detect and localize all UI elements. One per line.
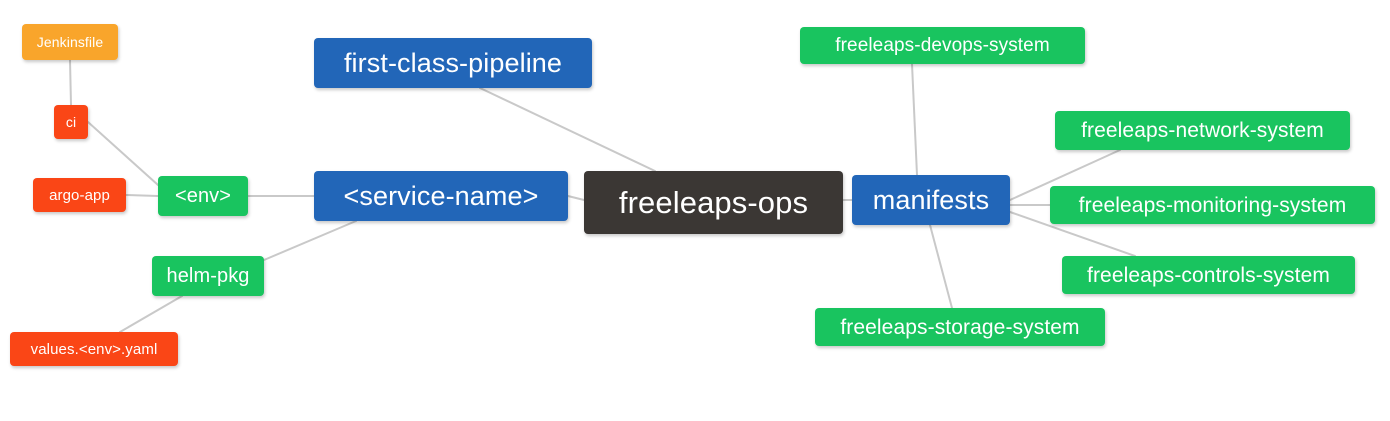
node-freeleaps-devops-system[interactable]: freeleaps-devops-system bbox=[800, 27, 1085, 64]
node-label-freeleaps-storage-system: freeleaps-storage-system bbox=[840, 315, 1080, 339]
edge-ci-to-env bbox=[87, 121, 159, 186]
node-freeleaps-monitoring-system[interactable]: freeleaps-monitoring-system bbox=[1050, 186, 1375, 224]
node-manifests[interactable]: manifests bbox=[852, 175, 1010, 225]
edge-values-env-yaml-to-helm-pkg bbox=[119, 295, 183, 333]
node-ci[interactable]: ci bbox=[54, 105, 88, 139]
node-freeleaps-storage-system[interactable]: freeleaps-storage-system bbox=[815, 308, 1105, 346]
node-label-freeleaps-controls-system: freeleaps-controls-system bbox=[1087, 263, 1330, 287]
edge-manifests-to-freeleaps-devops-system bbox=[911, 63, 918, 176]
node-freeleaps-ops[interactable]: freeleaps-ops bbox=[584, 171, 843, 234]
node-label-service-name: <service-name> bbox=[343, 180, 539, 211]
edge-jenkinsfile-to-ci bbox=[69, 59, 72, 106]
node-freeleaps-network-system[interactable]: freeleaps-network-system bbox=[1055, 111, 1350, 150]
node-label-freeleaps-network-system: freeleaps-network-system bbox=[1081, 119, 1324, 142]
node-first-class-pipeline[interactable]: first-class-pipeline bbox=[314, 38, 592, 88]
node-label-ci: ci bbox=[65, 114, 77, 130]
node-helm-pkg[interactable]: helm-pkg bbox=[152, 256, 264, 296]
node-label-first-class-pipeline: first-class-pipeline bbox=[343, 47, 563, 78]
node-label-helm-pkg: helm-pkg bbox=[166, 265, 250, 287]
node-argo-app[interactable]: argo-app bbox=[33, 178, 126, 212]
node-label-env: <env> bbox=[174, 185, 232, 207]
edge-first-class-pipeline-to-freeleaps-ops bbox=[479, 87, 656, 172]
node-jenkinsfile[interactable]: Jenkinsfile bbox=[22, 24, 118, 60]
node-label-values-env-yaml: values.<env>.yaml bbox=[30, 340, 158, 358]
node-label-freeleaps-monitoring-system: freeleaps-monitoring-system bbox=[1078, 193, 1347, 217]
edge-service-name-to-freeleaps-ops bbox=[567, 195, 585, 201]
node-label-freeleaps-devops-system: freeleaps-devops-system bbox=[835, 35, 1050, 56]
node-label-freeleaps-ops: freeleaps-ops bbox=[618, 185, 809, 220]
node-freeleaps-controls-system[interactable]: freeleaps-controls-system bbox=[1062, 256, 1355, 294]
node-label-jenkinsfile: Jenkinsfile bbox=[36, 34, 104, 50]
edge-helm-pkg-to-service-name bbox=[263, 220, 357, 261]
node-env[interactable]: <env> bbox=[158, 176, 248, 216]
node-service-name[interactable]: <service-name> bbox=[314, 171, 568, 221]
node-label-argo-app: argo-app bbox=[49, 186, 110, 204]
edge-argo-app-to-env bbox=[125, 194, 159, 197]
edge-manifests-to-freeleaps-storage-system bbox=[929, 224, 953, 309]
node-label-manifests: manifests bbox=[872, 184, 990, 215]
node-values-env-yaml[interactable]: values.<env>.yaml bbox=[10, 332, 178, 366]
